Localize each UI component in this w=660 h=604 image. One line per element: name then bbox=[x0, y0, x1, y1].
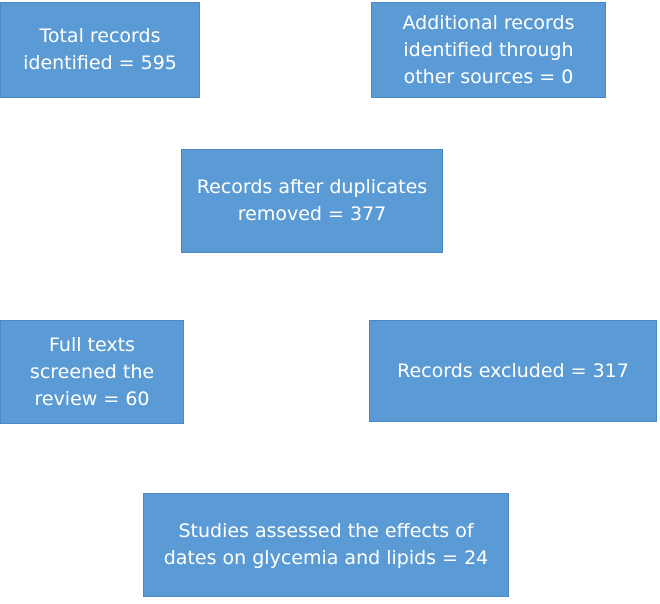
records-excluded-box: Records excluded = 317 bbox=[369, 320, 657, 422]
full-texts-screened-box: Full texts screened the review = 60 bbox=[0, 320, 184, 424]
additional-records-box: Additional records identified through ot… bbox=[371, 2, 606, 98]
total-records-box: Total records identified = 595 bbox=[0, 2, 200, 98]
records-after-duplicates-box: Records after duplicates removed = 377 bbox=[181, 149, 443, 253]
studies-assessed-box: Studies assessed the effects of dates on… bbox=[143, 493, 509, 597]
